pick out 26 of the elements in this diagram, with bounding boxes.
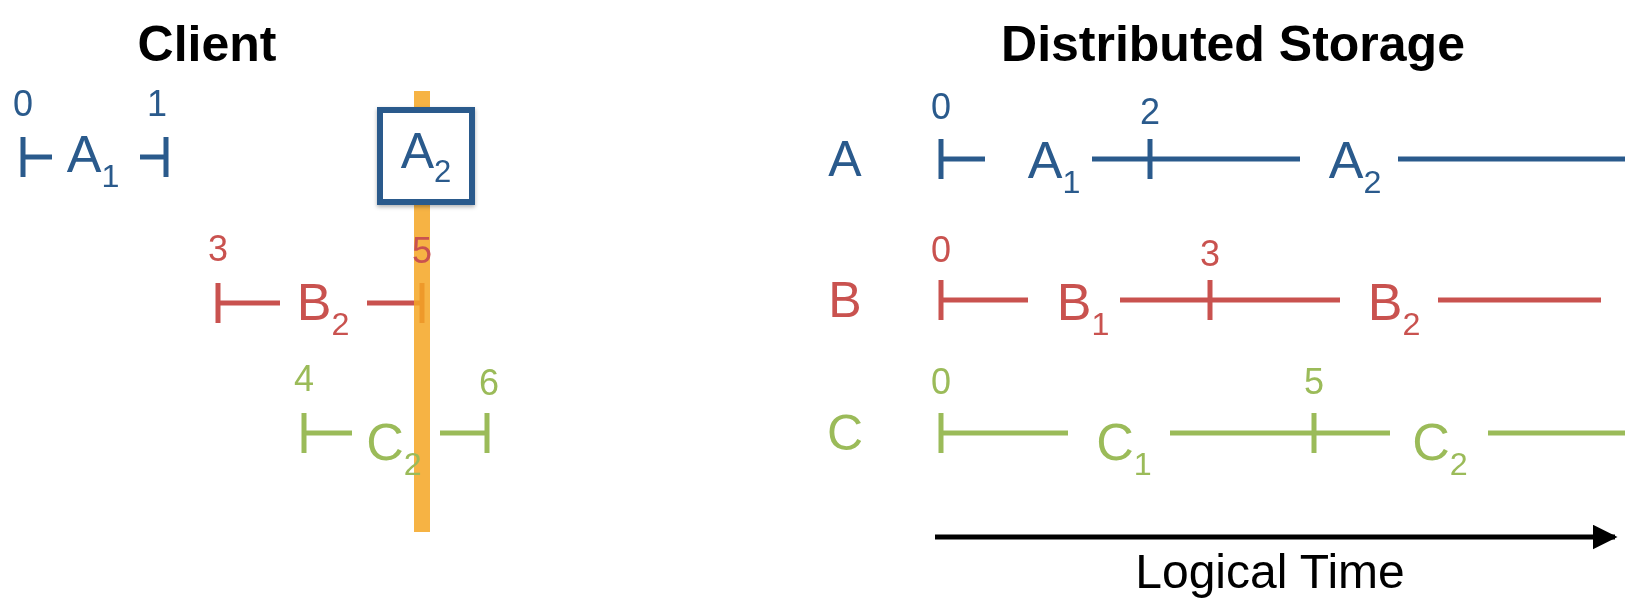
key-label: B bbox=[828, 275, 862, 325]
time-number: 0 bbox=[13, 86, 33, 122]
version-label: C$_{1}$ bbox=[1096, 416, 1152, 480]
version-label: A$_{1}$ bbox=[1027, 134, 1081, 198]
highlighted-operation-box: A$_{2}$ bbox=[377, 107, 475, 205]
key-label: C bbox=[826, 408, 864, 458]
time-number: 0 bbox=[931, 89, 951, 125]
axis-label: Logical Time bbox=[1135, 548, 1405, 596]
operation-label: B$_{2}$ bbox=[296, 276, 350, 340]
heading: Client bbox=[137, 19, 277, 69]
version-label: C$_{2}$ bbox=[1412, 416, 1468, 480]
time-number: 6 bbox=[479, 365, 499, 401]
time-number: 3 bbox=[208, 231, 228, 267]
time-number: 0 bbox=[931, 364, 951, 400]
heading: Distributed Storage bbox=[1001, 19, 1465, 69]
time-number: 5 bbox=[1304, 364, 1324, 400]
key-label: A bbox=[828, 134, 862, 184]
operation-label: A$_{1}$ bbox=[66, 128, 120, 192]
time-number: 3 bbox=[1200, 236, 1220, 272]
time-number: 2 bbox=[1140, 94, 1160, 130]
time-number: 4 bbox=[294, 361, 314, 397]
time-number: 0 bbox=[931, 232, 951, 268]
version-label: B$_{2}$ bbox=[1367, 276, 1421, 340]
version-label: A$_{2}$ bbox=[1328, 134, 1382, 198]
version-label: B$_{1}$ bbox=[1056, 276, 1110, 340]
time-number: 1 bbox=[147, 86, 167, 122]
